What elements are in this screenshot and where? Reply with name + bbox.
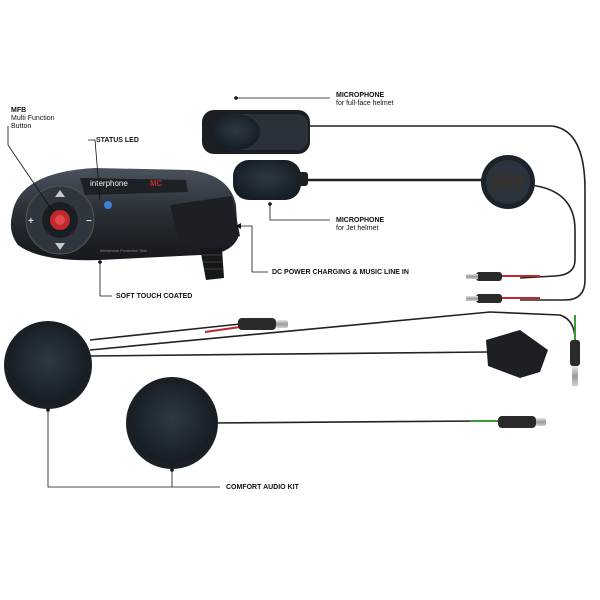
label-mic-jet-line2: for Jet helmet <box>336 225 378 232</box>
label-audio-kit: COMFORT AUDIO KIT <box>226 484 300 491</box>
arrow-up-icon <box>55 190 65 197</box>
speaker-right <box>126 377 218 469</box>
leader-dc-power <box>236 225 268 273</box>
leader-lines <box>7 97 330 488</box>
interphone-device: + − interphone MC Interphone Protection … <box>10 168 240 280</box>
arrow-dc-icon <box>236 223 241 229</box>
label-mfb-line3: Button <box>11 123 31 130</box>
label-mfb-line2: Multi Function <box>11 115 55 122</box>
label-mic-fullface-line2: for full-face helmet <box>336 100 394 107</box>
leader-dots <box>46 96 272 472</box>
leader-mfb <box>7 126 53 211</box>
leader-soft-touch <box>99 262 112 297</box>
cable-fullface-mic <box>304 125 586 301</box>
leader-audio-kit <box>47 410 220 488</box>
device-model: MC <box>150 179 163 188</box>
device-brand: interphone <box>90 179 128 188</box>
cable-lower-speaker <box>209 420 481 424</box>
cable-accents <box>204 275 576 422</box>
label-mic-fullface: MICROPHONE <box>336 92 385 99</box>
plus-icon: + <box>28 216 34 227</box>
fullface-microphone <box>202 110 310 154</box>
label-dc-power: DC POWER CHARGING & MUSIC LINE IN <box>272 269 409 276</box>
mic-jack-plugs <box>466 272 502 303</box>
audio-connectors <box>238 318 580 428</box>
minus-icon: − <box>86 216 92 227</box>
leader-status-led <box>88 139 101 201</box>
device-strip-text: Interphone Protection Skin <box>100 248 147 253</box>
speaker-left <box>4 321 92 409</box>
leader-mic-jet <box>269 204 330 221</box>
status-led-light <box>104 201 112 209</box>
cables <box>89 125 586 424</box>
jet-microphone <box>233 155 535 209</box>
label-soft-touch: SOFT TOUCH COATED <box>116 293 192 300</box>
cable-jet-mic <box>519 184 576 279</box>
labels: MFB Multi Function Button STATUS LED MIC… <box>11 92 409 491</box>
label-mic-jet: MICROPHONE <box>336 217 385 224</box>
arrow-down-icon <box>55 243 65 250</box>
cable-to-upper-connector <box>89 323 241 341</box>
label-mfb: MFB <box>11 107 26 114</box>
cable-to-junction <box>89 351 489 357</box>
label-status-led: STATUS LED <box>96 137 139 144</box>
